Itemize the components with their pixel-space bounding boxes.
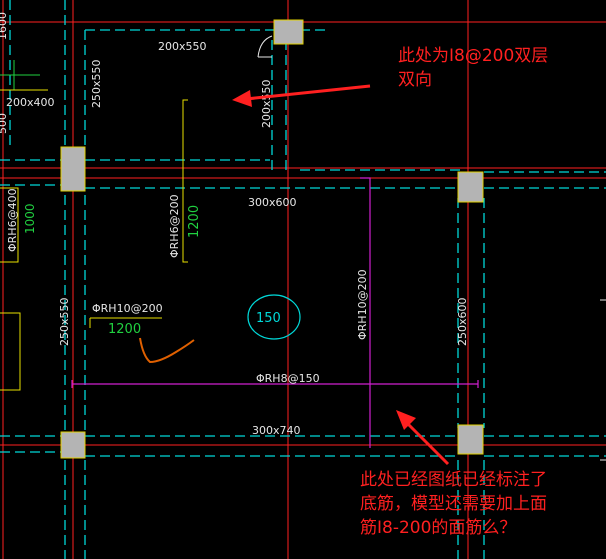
- beam-label: 300x740: [252, 424, 301, 437]
- rebar-label: ΦRH10@200: [92, 302, 163, 315]
- annotation-arrows: [232, 84, 450, 466]
- beam-label: 200x550: [158, 40, 207, 53]
- rebar-length: 1000: [23, 203, 37, 234]
- column: [457, 424, 484, 455]
- edge-fragment: 1600: [0, 12, 9, 40]
- column: [457, 171, 484, 203]
- rebar-label: ΦRH6@400: [6, 188, 19, 252]
- column: [60, 146, 86, 192]
- annotation-line: 此处为I8@200双层: [398, 46, 549, 66]
- annotation-line: 筋I8-200的面筋么？: [360, 518, 517, 538]
- rebar-length: 1200: [108, 322, 141, 337]
- hand-drawn-mark: [139, 337, 195, 364]
- arrow-line: [402, 418, 450, 466]
- rebar-bracket: [0, 312, 21, 391]
- slab-thickness-label: 150: [256, 311, 281, 326]
- rebar-label: ΦRH10@200: [356, 269, 369, 340]
- rebar-label: ΦRH6@200: [168, 194, 181, 258]
- annotation-line: 双向: [398, 70, 432, 90]
- beam-label: 250x600: [456, 297, 469, 346]
- slab-thickness-ellipse: [247, 294, 301, 340]
- column: [273, 19, 304, 45]
- arrow-line: [245, 84, 371, 101]
- rebar-lines: [0, 35, 606, 461]
- edge-fragment: 500: [0, 113, 9, 134]
- columns: [60, 19, 484, 459]
- rebar-label: ΦRH8@150: [256, 372, 320, 385]
- beam-label: 250x550: [58, 297, 71, 346]
- beam-label: 200x550: [260, 79, 273, 128]
- arrow-head: [396, 410, 416, 430]
- beam-label: 300x600: [248, 196, 297, 209]
- rebar-bracket: [0, 187, 19, 263]
- annotation-note-top: 此处为I8@200双层 双向: [398, 44, 548, 92]
- rebar-length: 1200: [187, 205, 202, 238]
- rebar-line: [360, 177, 371, 448]
- annotation-line: 底筋，模型还需要加上面: [360, 494, 547, 514]
- annotation-note-bottom: 此处已经图纸已经标注了 底筋，模型还需要加上面 筋I8-200的面筋么？: [360, 468, 547, 540]
- rebar-bracket: [182, 99, 188, 263]
- column: [60, 431, 86, 459]
- annotation-line: 此处已经图纸已经标注了: [360, 470, 547, 490]
- beam-label: 250x550: [90, 59, 103, 108]
- arrow-head: [232, 90, 252, 107]
- beam-label: 200x400: [6, 96, 55, 109]
